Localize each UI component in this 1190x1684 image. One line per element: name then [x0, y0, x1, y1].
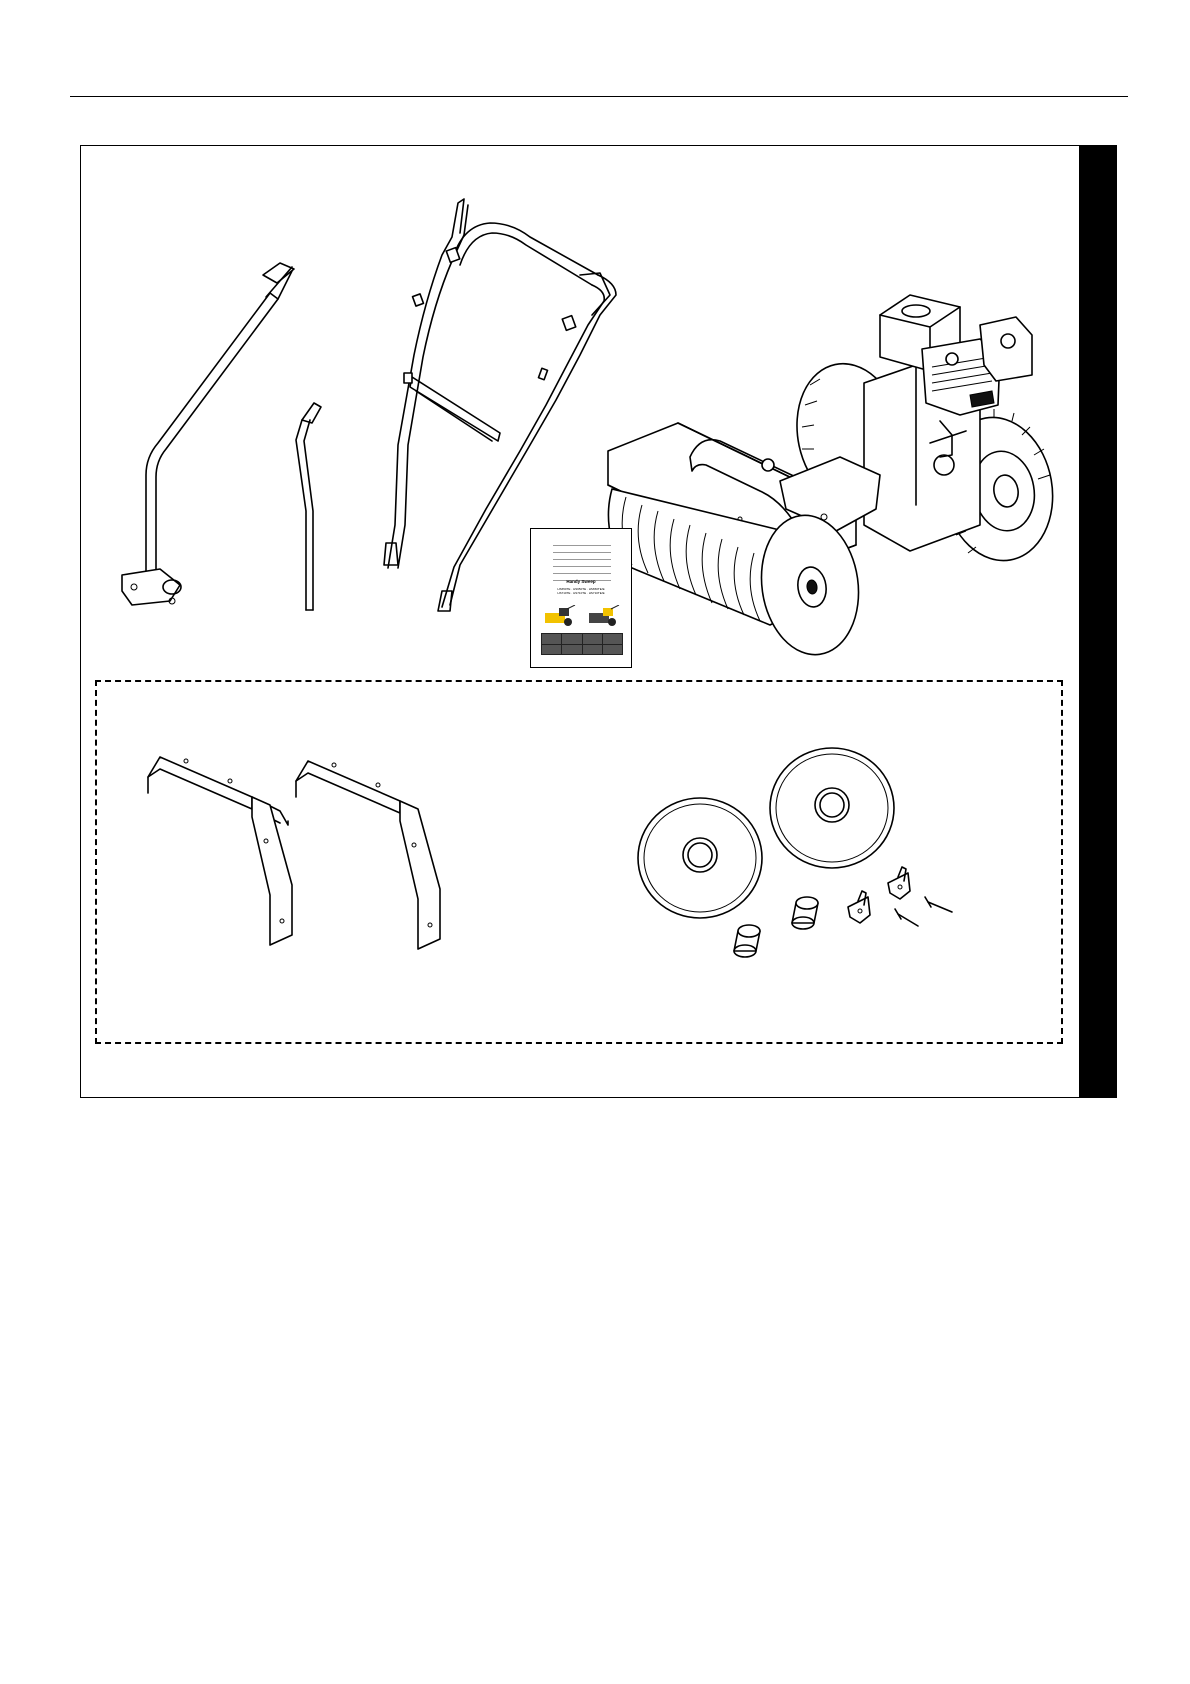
manual-model-list: HS650TE · HS650TE · HS650TE/E HS710TE · … — [531, 587, 631, 595]
manual-title: Handy Sweep — [531, 579, 631, 584]
manual-spec-table — [541, 633, 623, 655]
manual-sweeper-dark-image — [585, 605, 621, 627]
manual-sweeper-yellow-image — [541, 605, 577, 627]
lever-handle-drawing — [122, 263, 294, 605]
side-tab-bar — [1079, 145, 1117, 1098]
instruction-manual: Handy Sweep HS650TE · HS650TE · HS650TE/… — [530, 528, 632, 668]
sweeper-machine-drawing — [608, 295, 1064, 661]
manual-language-list — [553, 541, 611, 583]
control-rod-drawing — [296, 403, 321, 610]
accessory-kit-dashed-box — [95, 680, 1063, 1044]
header-rule — [70, 96, 1128, 97]
